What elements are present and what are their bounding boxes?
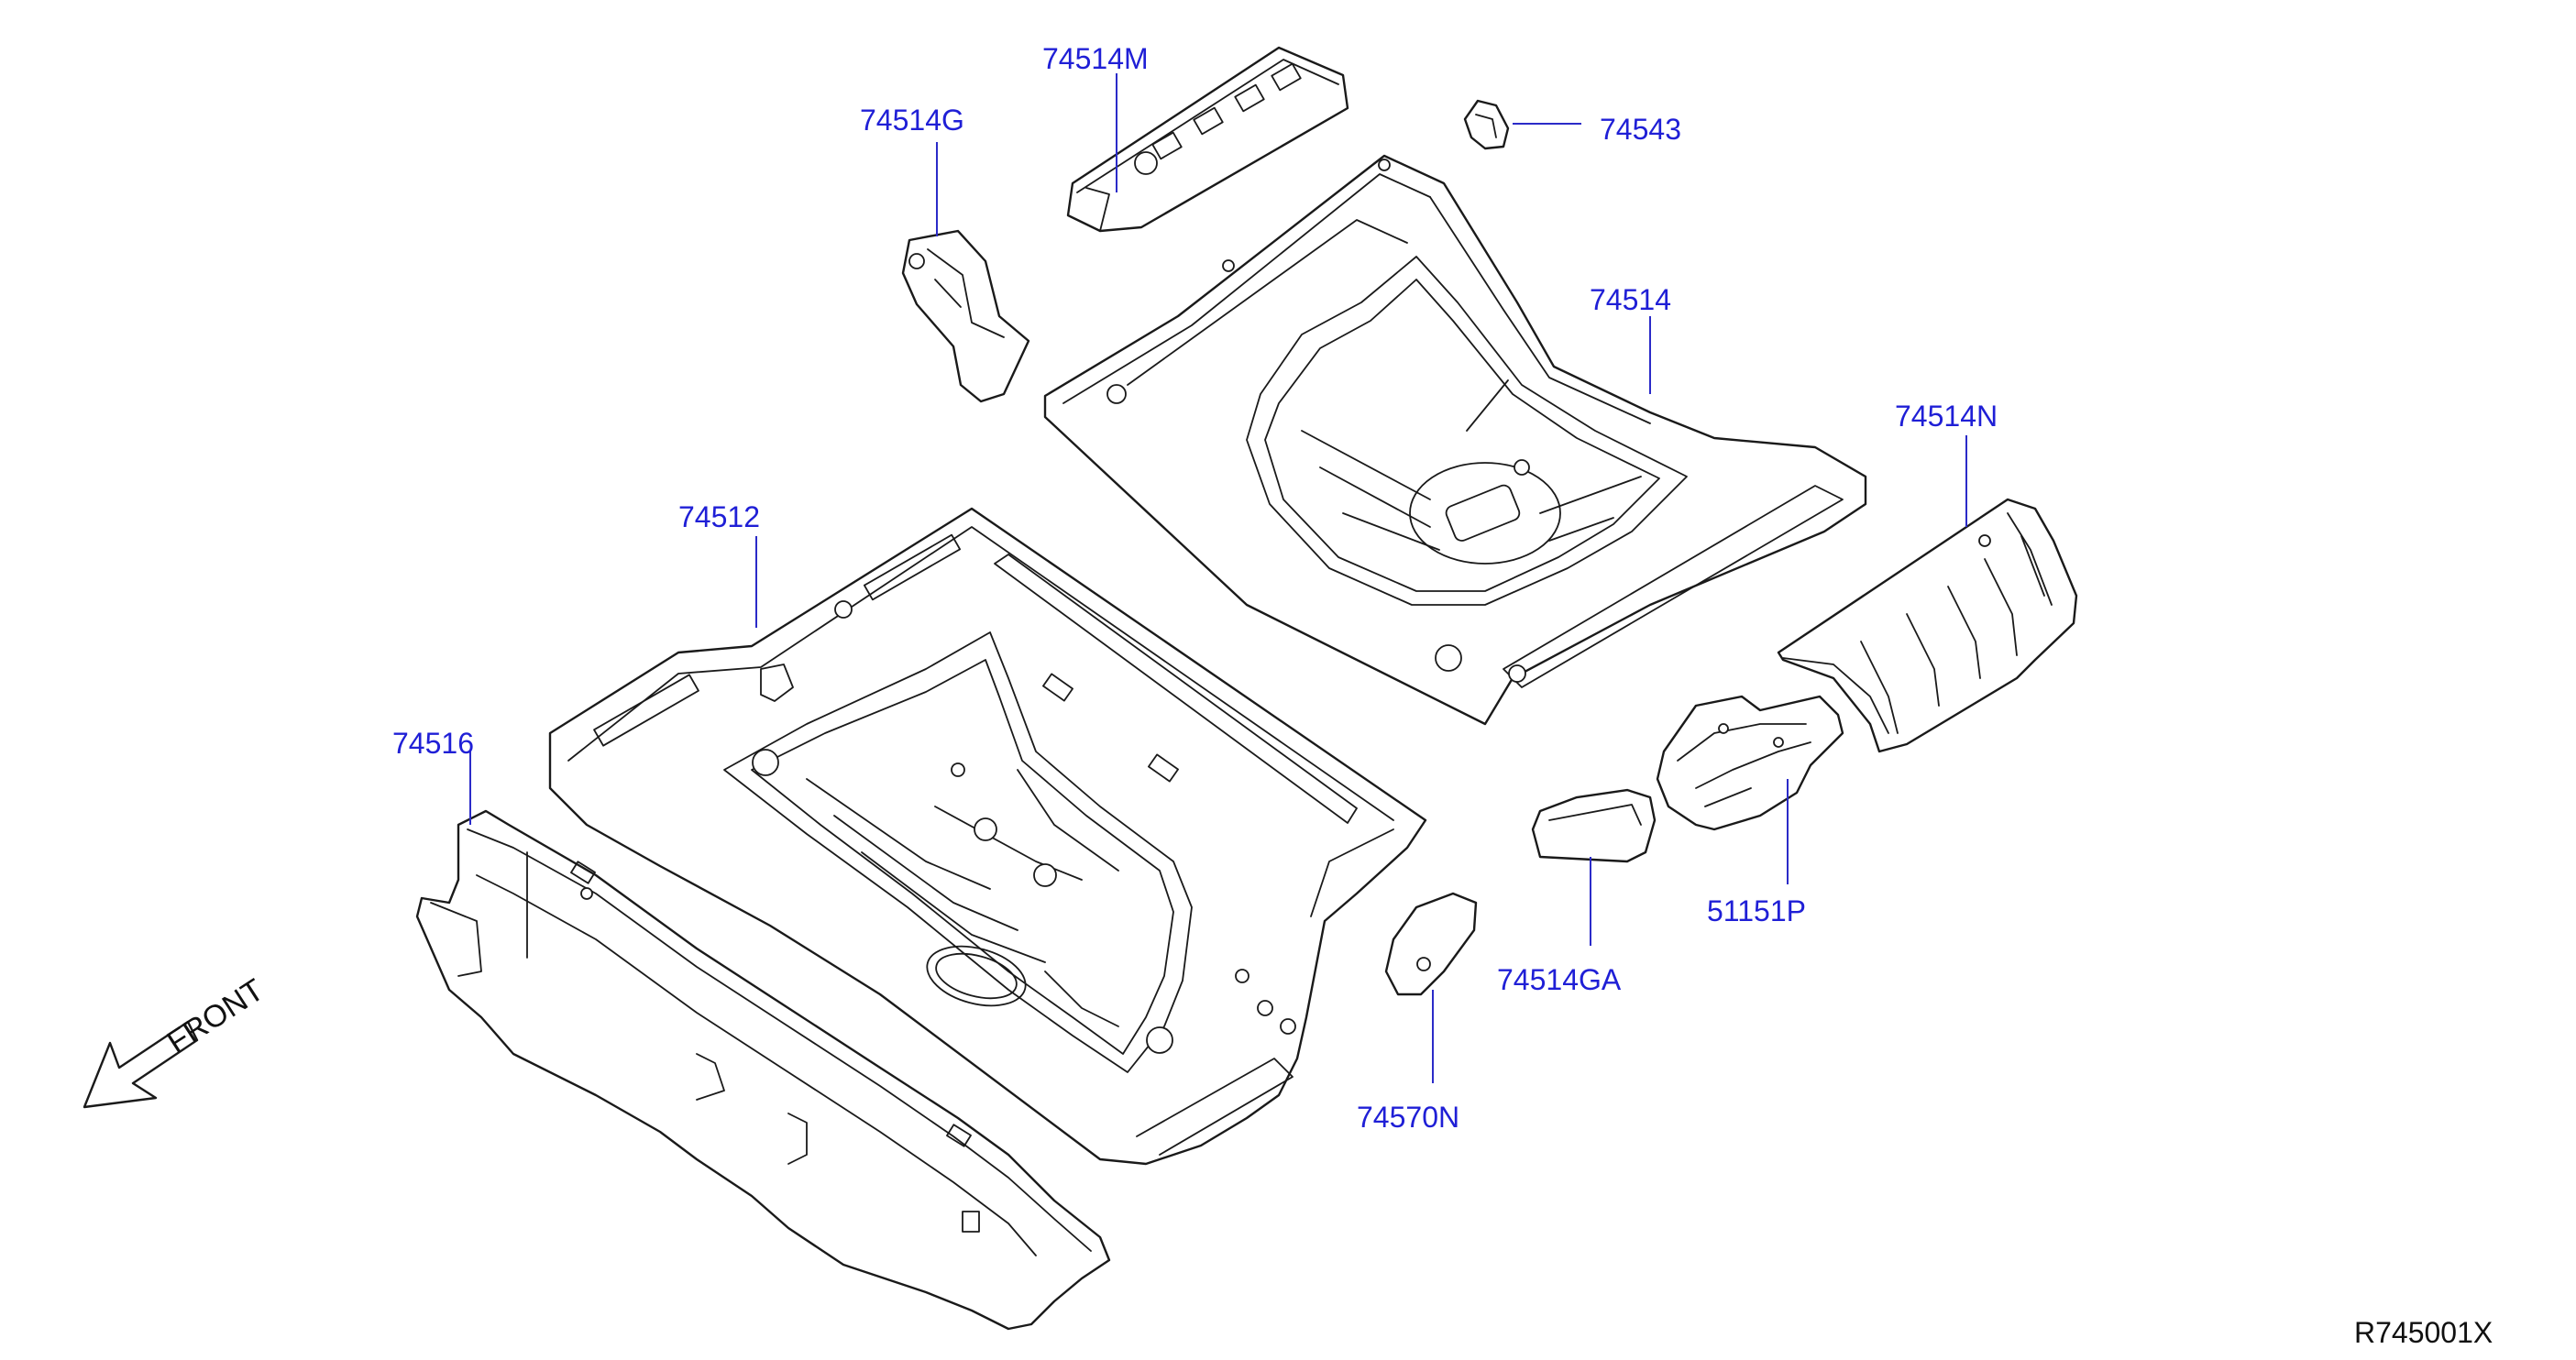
part-74512[interactable] (548, 507, 1427, 1166)
callout-74512[interactable]: 74512 (678, 500, 760, 533)
diagram-code: R745001X (2354, 1316, 2493, 1349)
callout-74514N[interactable]: 74514N (1895, 400, 1998, 433)
part-74543[interactable] (1463, 99, 1510, 150)
part-74514N[interactable] (1777, 498, 2078, 753)
part-74516[interactable] (415, 809, 1111, 1331)
callout-74514M[interactable]: 74514M (1042, 42, 1149, 75)
front-label: FRONT (161, 972, 270, 1060)
part-74570N[interactable] (1384, 892, 1478, 996)
callout-74514[interactable]: 74514 (1590, 283, 1671, 316)
part-51151P[interactable] (1656, 695, 1844, 831)
callout-74514GA[interactable]: 74514GA (1497, 963, 1622, 996)
part-74514[interactable] (1043, 154, 1867, 726)
front-arrow-icon (83, 1020, 199, 1109)
callout-51151P[interactable]: 51151P (1707, 894, 1806, 927)
part-74514GA[interactable] (1531, 788, 1657, 863)
callout-74514G[interactable]: 74514G (860, 104, 964, 137)
leader-lines (469, 73, 1967, 1083)
part-74514G[interactable] (901, 229, 1030, 403)
part-74514M[interactable] (1066, 46, 1349, 233)
callout-74516[interactable]: 74516 (392, 727, 474, 760)
callout-74543[interactable]: 74543 (1600, 113, 1681, 146)
callout-74570N[interactable]: 74570N (1357, 1101, 1459, 1134)
